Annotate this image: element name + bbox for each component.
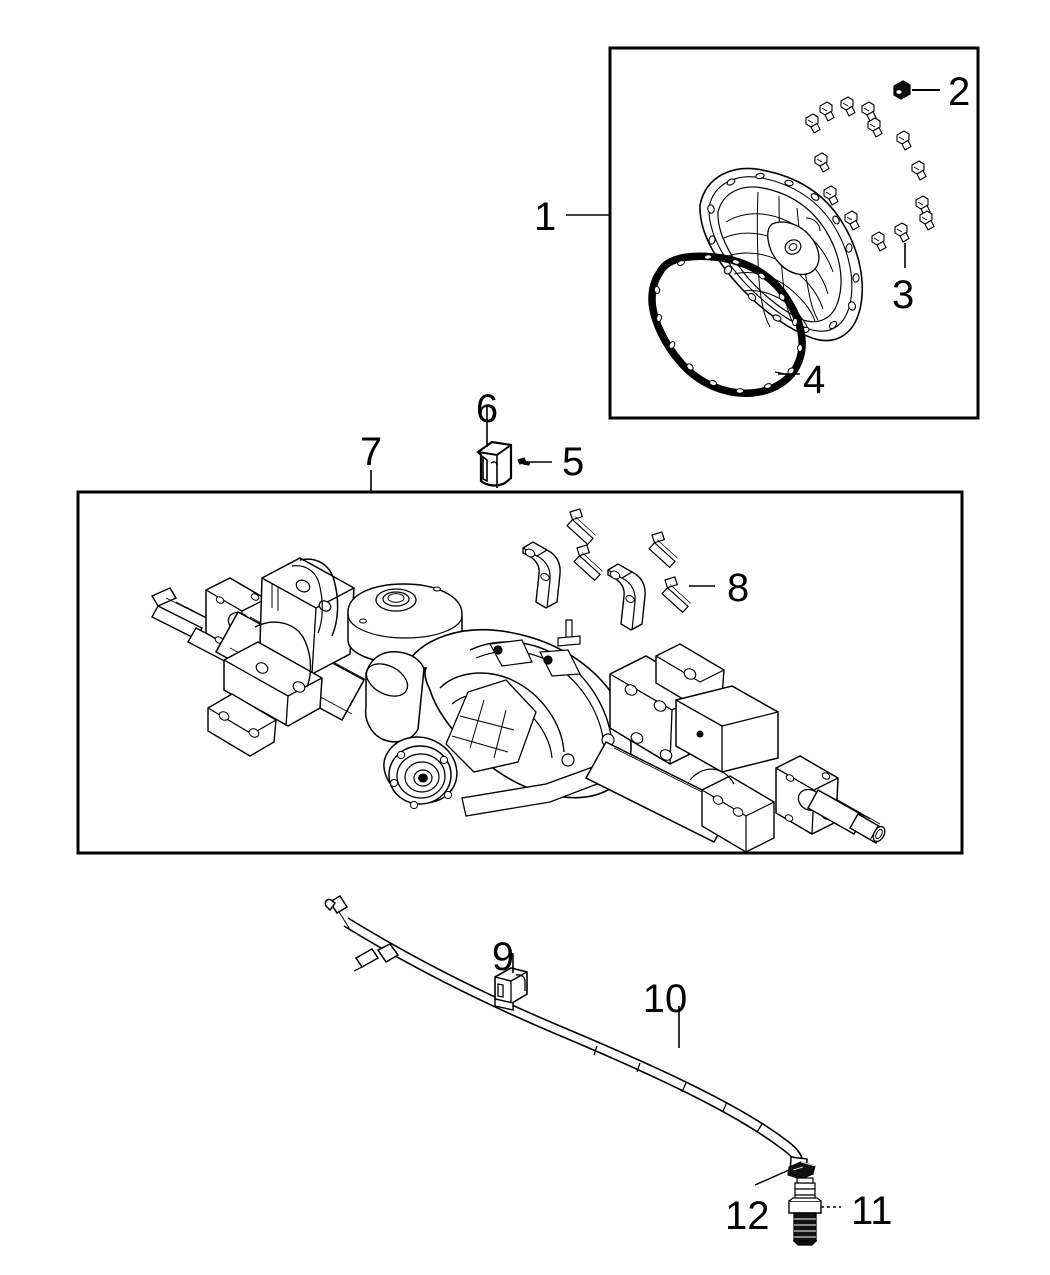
callout-number-4[interactable]: 4 [803,358,826,402]
callout-number-10[interactable]: 10 [642,977,688,1021]
axle-housing-assembly [150,557,886,853]
spring-seat-bolts-group [522,506,696,631]
right-spring-seat-bracket [609,643,779,853]
callout-number-6[interactable]: 6 [475,387,499,431]
clip-screw [517,457,531,466]
cover-gasket [648,252,806,397]
callout-number-5[interactable]: 5 [562,440,585,484]
spring-seat-bracket-2 [607,563,646,631]
right-axle-shaft [807,789,886,844]
callout-number-12[interactable]: 12 [725,1194,770,1238]
callout-number-9[interactable]: 9 [491,935,515,979]
callout-number-3[interactable]: 3 [892,273,915,317]
spring-seat-bracket-1 [522,541,561,609]
vent-fitting [788,1177,822,1246]
differential-housing [364,619,632,817]
vent-hose-clip [494,967,528,1011]
hose-clip-bracket [476,440,513,488]
upper-mount-plate [347,583,463,673]
leader-12 [754,1169,790,1186]
callout-number-7[interactable]: 7 [360,430,383,474]
differential-cover [699,167,863,342]
callout-number-2[interactable]: 2 [948,70,971,114]
callout-number-8[interactable]: 8 [727,566,750,610]
callout-number-11[interactable]: 11 [851,1189,893,1233]
left-spring-seat-bracket [207,557,355,757]
fill-plug [893,80,911,100]
axle-vent-hose [324,894,808,1178]
vent-hose-connector [787,1161,816,1180]
callout-number-1[interactable]: 1 [534,195,557,239]
